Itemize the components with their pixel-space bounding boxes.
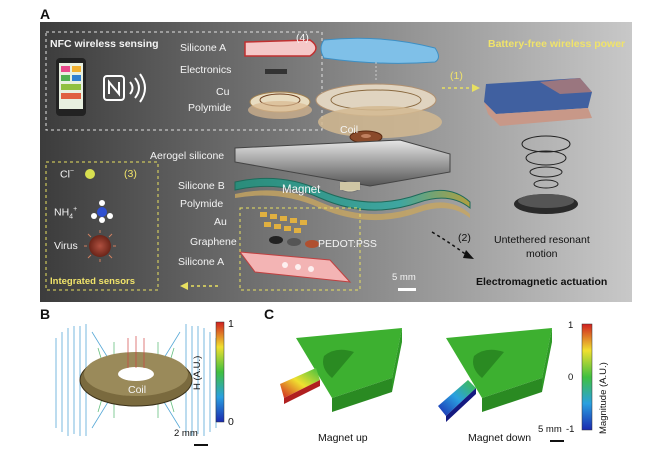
integrated-sensors-box xyxy=(45,161,159,291)
layer-silicone-a-bottom: Silicone A xyxy=(178,256,225,268)
layer-cu: Cu xyxy=(216,86,230,98)
virus-label: Virus xyxy=(54,240,78,252)
silicone-b-wave-layer xyxy=(234,177,471,211)
magnet-label: Magnet xyxy=(282,184,321,196)
scale-bar-b xyxy=(194,444,208,446)
step-3-label: (3) xyxy=(124,168,137,180)
polymide-wave-layer xyxy=(235,190,470,221)
virus-icon xyxy=(89,235,111,257)
magnet-simulation xyxy=(280,323,593,442)
colorbar-tick-min-b: 0 xyxy=(228,416,234,428)
pedot-label: PEDOT:PSS xyxy=(318,238,377,250)
exploded-polymide-layer xyxy=(318,106,442,138)
step-4-label: (4) xyxy=(296,32,309,44)
panel-c-figure: Magnet up Magnet down 5 mm 1 0 -1 Magnit… xyxy=(272,318,652,454)
wireless-waves-icon xyxy=(129,73,146,103)
scale-bar-c xyxy=(550,440,564,442)
scale-label-c: 5 mm xyxy=(538,424,562,435)
colorbar-title-b: H (A.U.) xyxy=(192,355,203,390)
layer-au: Au xyxy=(214,216,227,228)
panel-b-letter: B xyxy=(40,306,51,322)
colorbar-tick-c-1: 1 xyxy=(568,320,574,331)
ammonium-label: NH4+ xyxy=(54,206,78,221)
layer-aerogel: Aerogel silicone xyxy=(150,150,225,162)
integrated-sensors-label: Integrated sensors xyxy=(50,276,135,287)
layer-silicone-b: Silicone B xyxy=(178,180,225,192)
step-2-label: (2) xyxy=(458,232,471,244)
step-1-label: (1) xyxy=(450,70,463,82)
colorbar-tick-c-neg1: -1 xyxy=(566,424,575,435)
scale-label-a: 5 mm xyxy=(392,272,416,283)
untethered-label-2: motion xyxy=(526,248,558,260)
resonant-field-icon xyxy=(521,135,571,189)
layer-electronics: Electronics xyxy=(180,64,232,76)
coil-label-b: Coil xyxy=(128,384,147,396)
nfc-box xyxy=(45,31,323,131)
battery-free-label: Battery-free wireless power xyxy=(488,38,626,50)
magnet-down-model xyxy=(438,328,552,422)
scale-label-b: 2 mm xyxy=(174,428,198,439)
panel-a-figure: NFC wireless sensing Battery-free wirele… xyxy=(40,22,632,302)
electronics-chip xyxy=(265,69,287,74)
ammonium-ion-icon xyxy=(91,200,113,223)
colorbar-c xyxy=(581,323,593,431)
scale-bar xyxy=(398,288,416,291)
magnet-down-label: Magnet down xyxy=(468,432,532,444)
magnet-up-tip xyxy=(280,368,320,398)
chloride-label: Cl− xyxy=(60,168,75,181)
panel-b-figure: Coil 1 0 H (A.U.) 2 mm xyxy=(48,318,248,448)
chloride-ion-icon xyxy=(85,169,95,179)
layer-graphene: Graphene xyxy=(190,236,237,248)
polymide-layer xyxy=(248,101,312,119)
sensor-layer-box xyxy=(239,207,361,291)
aerogel-silicone-layer xyxy=(234,139,451,187)
colorbar-tick-c-0: 0 xyxy=(568,372,574,383)
exploded-silicone-a xyxy=(320,37,439,64)
magnet-down-tip xyxy=(438,380,476,416)
colorbar-tick-max-b: 1 xyxy=(228,318,234,330)
nfc-title: NFC wireless sensing xyxy=(50,38,159,50)
colorbar-title-c: Magnitude (A.U.) xyxy=(598,362,609,434)
layer-silicone-a-top: Silicone A xyxy=(180,42,227,54)
colorbar-b xyxy=(215,321,225,423)
layer-polymide-top: Polymide xyxy=(188,102,232,114)
magnet-up-label: Magnet up xyxy=(318,432,368,444)
magnetic-field-plot xyxy=(55,321,225,446)
coil-hole xyxy=(118,367,154,381)
au-electrodes xyxy=(260,212,307,233)
panel-c-letter: C xyxy=(264,306,275,322)
silicone-a-layer xyxy=(244,39,317,57)
em-actuation-label: Electromagnetic actuation xyxy=(476,276,608,288)
magnet-up-model xyxy=(280,328,402,412)
layer-polymide-mid: Polymide xyxy=(180,198,224,210)
panel-a-letter: A xyxy=(40,6,51,22)
graphene-electrodes xyxy=(269,236,319,248)
nfc-icon xyxy=(103,75,125,101)
untethered-label-1: Untethered resonant xyxy=(494,234,590,246)
coil-label: Coil xyxy=(340,124,359,136)
panel-a-illustration xyxy=(40,22,632,302)
